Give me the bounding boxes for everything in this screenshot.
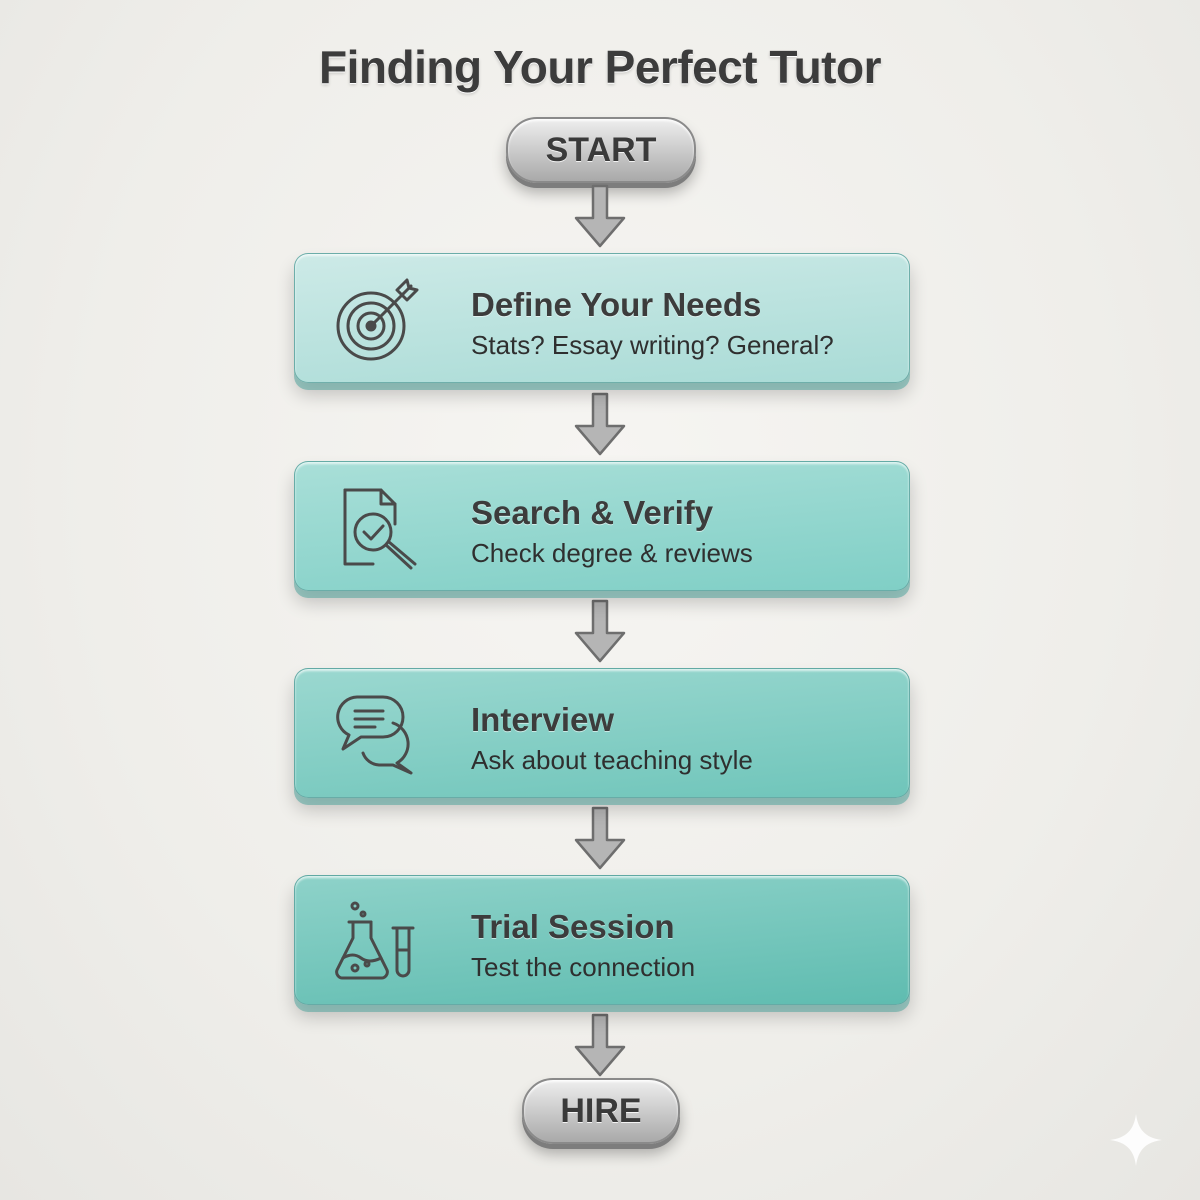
- step-title: Trial Session: [471, 908, 675, 945]
- step-card-define-needs: Define Your Needs Stats? Essay writing? …: [294, 253, 910, 383]
- step-title: Search & Verify: [471, 494, 714, 531]
- diagram-title: Finding Your Perfect Tutor: [319, 41, 882, 93]
- step-title: Define Your Needs: [471, 286, 762, 323]
- step-subtitle: Check degree & reviews: [471, 538, 753, 568]
- chat-bubbles-icon: [331, 691, 421, 781]
- step-subtitle: Ask about teaching style: [471, 745, 753, 775]
- step-card-search-verify: Search & Verify Check degree & reviews: [294, 461, 910, 591]
- end-label: HIRE: [560, 1091, 642, 1130]
- arrow-step2-to-step3: [572, 599, 628, 665]
- start-node: START: [506, 117, 696, 183]
- end-node: HIRE: [522, 1078, 680, 1144]
- target-icon: [331, 276, 421, 366]
- step-card-interview: Interview Ask about teaching style: [294, 668, 910, 798]
- arrow-step3-to-step4: [572, 806, 628, 872]
- step-subtitle: Test the connection: [471, 952, 696, 982]
- arrow-step4-to-hire: [572, 1013, 628, 1079]
- lab-flask-icon: [331, 898, 421, 988]
- arrow-start-to-step1: [572, 184, 628, 250]
- step-subtitle: Stats? Essay writing? General?: [471, 330, 834, 360]
- step-title: Interview: [471, 701, 615, 738]
- arrow-step1-to-step2: [572, 392, 628, 458]
- step-card-trial-session: Trial Session Test the connection: [294, 875, 910, 1005]
- start-label: START: [545, 130, 657, 169]
- sparkle-watermark-icon: [1108, 1112, 1164, 1168]
- document-magnifier-check-icon: [331, 484, 421, 574]
